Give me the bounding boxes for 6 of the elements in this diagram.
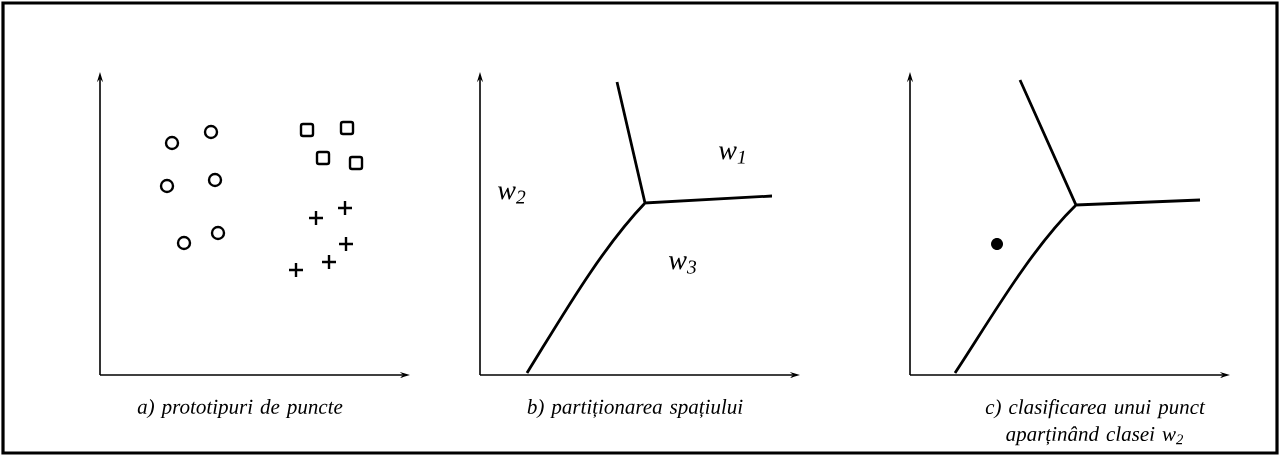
region-label: w$_{3}$ xyxy=(668,256,697,274)
caption: a) prototipuri de puncte xyxy=(137,399,343,419)
caption: c) clasificarea unui punct aparținând clasei w$_{2}$ xyxy=(985,399,1206,446)
region-label: w$_{1}$ xyxy=(718,146,745,164)
caption: b) partiționarea spațiului xyxy=(527,399,743,419)
region-label: w$_{2}$ xyxy=(497,186,526,204)
